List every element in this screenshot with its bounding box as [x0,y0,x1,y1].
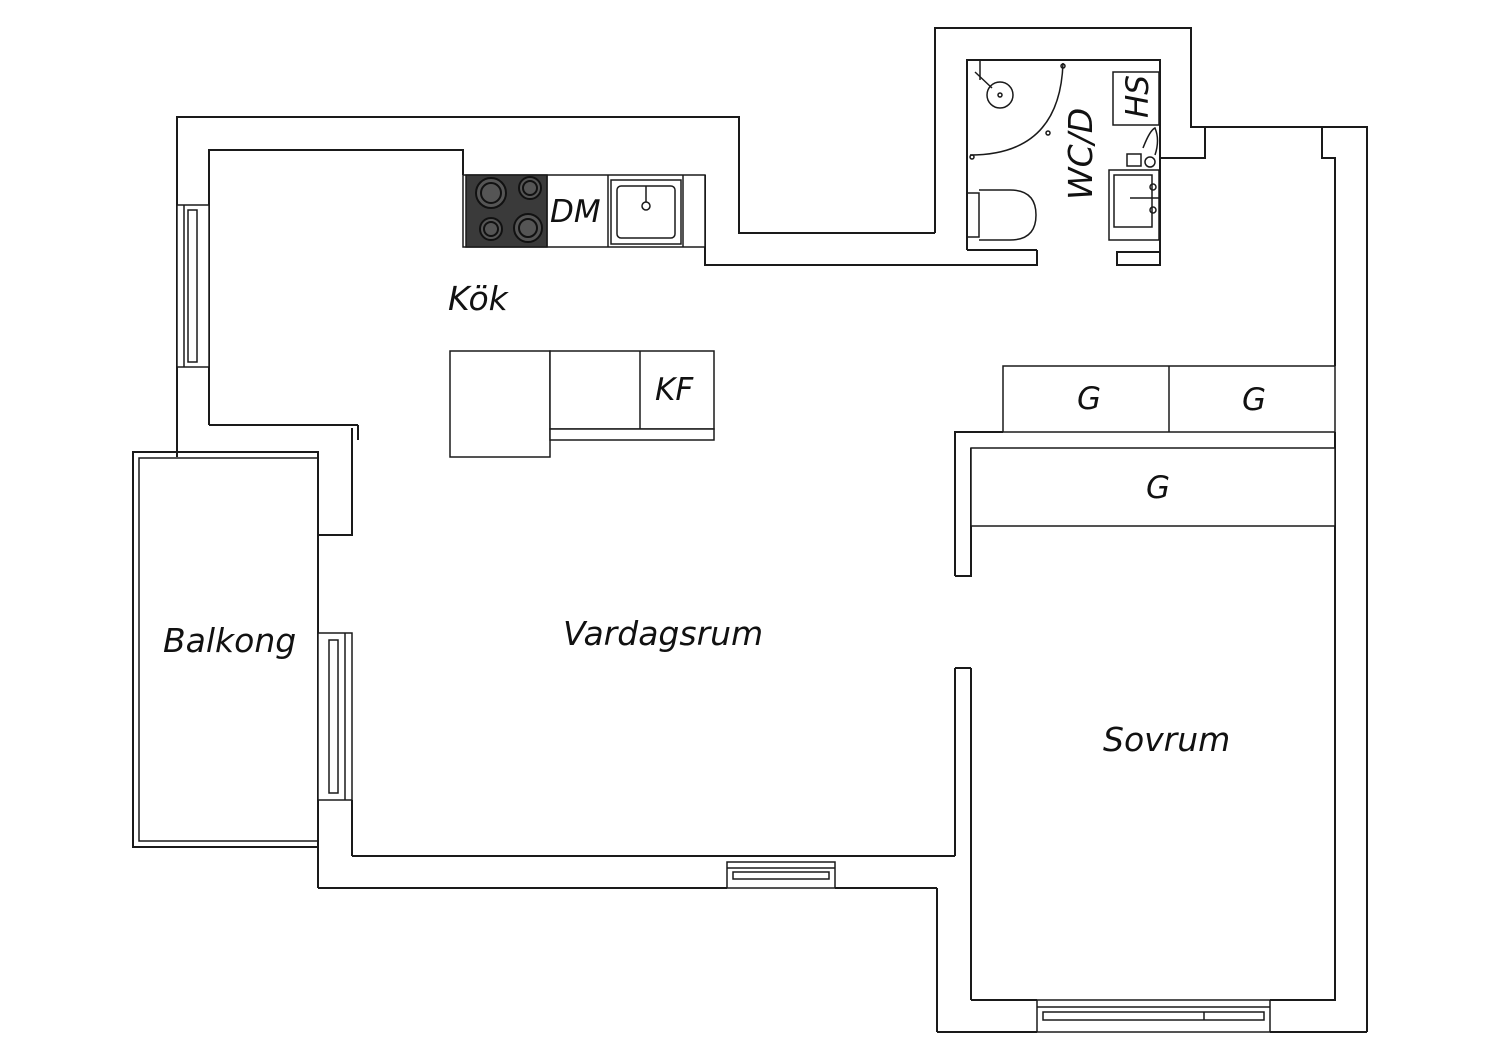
wardrobe-label-1: G [1077,381,1101,417]
kitchen-sink-icon [610,179,682,245]
kitchen-island [449,350,715,458]
room-label-balcony: Balkong [163,621,296,660]
wardrobes [970,365,1336,527]
walls-bedroom [954,126,1368,1032]
window-kitchen-left [176,204,210,368]
bathroom-fixtures [966,60,1160,241]
room-label-bathroom: WC/D [1061,108,1100,200]
toilet-icon [966,189,1037,241]
wardrobe-label-3: G [1146,470,1170,506]
tap-icon [1126,127,1159,168]
wardrobe-label-2: G [1242,382,1266,418]
washbasin-icon [1108,169,1160,241]
heating-cabinet [1112,71,1160,126]
stove-burner-icon [475,176,543,243]
fixture-label-dishwasher: DM [550,194,601,230]
shower-icon [969,62,1064,156]
window-bedroom-bottom [1036,999,1271,1033]
room-label-living: Vardagsrum [563,614,763,653]
kitchen-counter [462,174,706,248]
room-label-kitchen: Kök [448,279,510,318]
window-living-left [317,632,353,801]
window-living-bottom [726,861,836,889]
room-label-bedroom: Sovrum [1103,720,1230,759]
walls-bathroom [934,27,1206,266]
fixture-label-heating-cabinet: HS [1120,75,1156,118]
fixture-label-fridge: KF [655,372,694,408]
walls-main [176,116,1367,1033]
